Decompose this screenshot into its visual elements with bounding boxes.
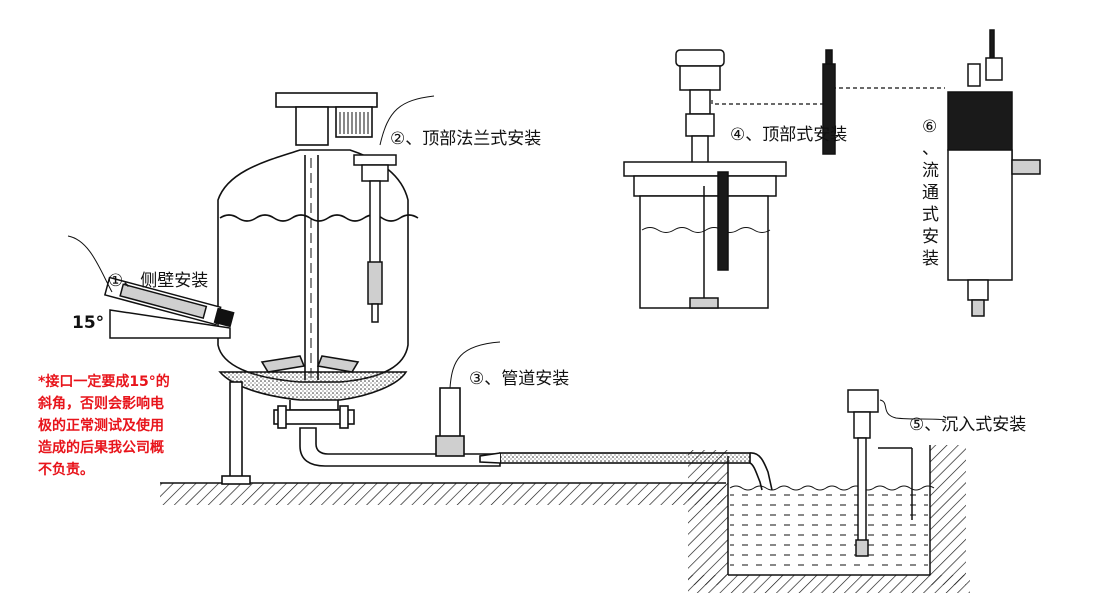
label-flow-through-text: ⑥、流通式安装 (922, 117, 939, 269)
label-flow-through: ⑥、流通式安装 (922, 117, 939, 269)
label-side-wall: ①、侧壁安装 (108, 271, 208, 291)
submerged-probe (847, 389, 947, 557)
label-angle: 15° (72, 313, 104, 333)
label-pipe: ③、管道安装 (469, 369, 569, 389)
warning-line: 极的正常测试及使用 (38, 417, 164, 434)
label-top-mount: ④、顶部式安装 (730, 125, 847, 145)
flow-through-assembly (947, 29, 1041, 317)
label-submerged: ⑤、沉入式安装 (909, 415, 1026, 435)
warning-line: 斜角，否则会影响电 (37, 395, 164, 412)
warning-note: *接口一定要成15°的 斜角，否则会影响电 极的正常测试及使用 造成的后果我公司… (37, 373, 170, 478)
warning-line: 造成的后果我公司概 (38, 439, 164, 456)
ground (160, 445, 970, 593)
warning-line: 不负责。 (38, 461, 94, 478)
side-wall-probe (67, 235, 235, 339)
tank (217, 92, 419, 485)
top-mount-assembly (623, 49, 945, 309)
top-flange-probe (353, 95, 435, 323)
pipe (299, 341, 773, 491)
trench-water (729, 485, 935, 574)
label-top-flange: ②、顶部法兰式安装 (390, 129, 541, 149)
warning-line: *接口一定要成15°的 (38, 373, 170, 390)
